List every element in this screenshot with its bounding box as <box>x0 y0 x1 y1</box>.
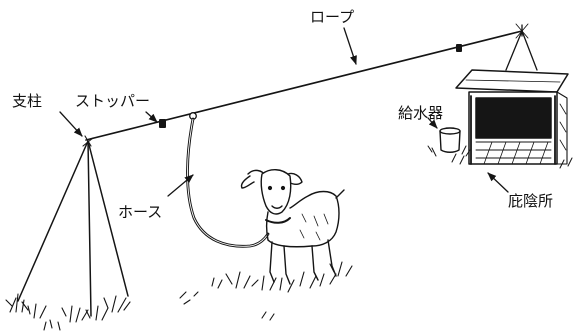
water-trough <box>427 127 471 157</box>
stopper-right <box>456 44 462 52</box>
grass-right <box>451 153 573 169</box>
grass-left <box>5 293 131 331</box>
stopper-arrow <box>145 111 158 123</box>
right-anchor-post <box>505 23 538 71</box>
water-label: 給水器 <box>398 104 444 122</box>
hose-label: ホース <box>118 203 163 221</box>
leader-arrows <box>59 27 509 197</box>
water-arrow <box>427 117 438 129</box>
rope <box>85 30 523 141</box>
post-label: 支柱 <box>12 92 43 110</box>
stopper-left <box>159 119 166 128</box>
stopper-label: ストッパー <box>75 92 151 110</box>
grass-goat <box>179 261 353 321</box>
goat <box>240 169 345 285</box>
hose-arrow <box>167 174 194 197</box>
shelter-arrow <box>487 172 509 193</box>
shelter-label: 庇陰所 <box>508 192 554 210</box>
support-post-tripod <box>17 135 129 317</box>
hose <box>186 117 270 248</box>
rope-label: ロープ <box>310 8 355 26</box>
post-arrow <box>59 111 83 137</box>
shade-shelter <box>455 69 569 165</box>
rope-arrow <box>343 27 357 65</box>
